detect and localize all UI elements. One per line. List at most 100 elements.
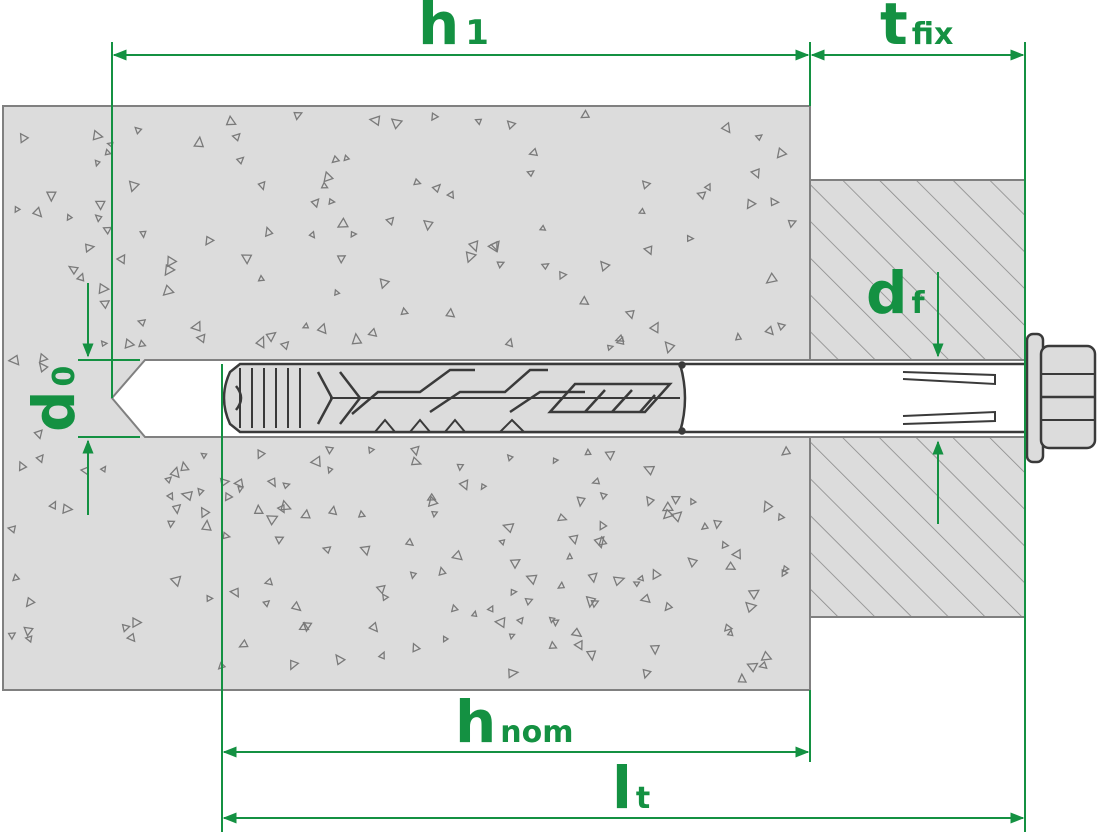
- aggregate-speck: [642, 465, 656, 477]
- aggregate-speck: [410, 456, 423, 466]
- aggregate-speck: [368, 115, 381, 127]
- aggregate-speck: [323, 170, 335, 183]
- aggregate-speck: [431, 183, 442, 194]
- aggregate-speck: [585, 650, 597, 662]
- aggregate-speck: [470, 609, 478, 618]
- aggregate-speck: [390, 118, 404, 130]
- aggregate-speck: [200, 519, 212, 531]
- aggregate-speck: [730, 548, 741, 560]
- aggregate-speck: [128, 180, 141, 193]
- aggregate-speck: [526, 170, 535, 178]
- aggregate-speck: [300, 508, 311, 519]
- aggregate-speck: [576, 496, 586, 508]
- aggregate-speck: [350, 230, 358, 239]
- aggregate-speck: [100, 340, 109, 348]
- aggregate-speck: [225, 114, 237, 126]
- aggregate-speck: [138, 339, 147, 348]
- aggregate-speck: [384, 216, 395, 227]
- df-label-main: d: [866, 259, 908, 327]
- aggregate-speck: [782, 564, 790, 573]
- aggregate-speck: [703, 182, 711, 192]
- aggregate-speck: [84, 243, 96, 254]
- aggregate-speck: [749, 168, 760, 180]
- aggregate-speck: [480, 482, 488, 491]
- aggregate-speck: [787, 219, 798, 229]
- aggregate-speck: [734, 331, 743, 341]
- aggregate-speck: [552, 457, 560, 465]
- aggregate-speck: [400, 306, 410, 316]
- aggregate-speck: [327, 466, 334, 475]
- aggregate-speck: [580, 109, 591, 119]
- fixture-lower: [809, 436, 1026, 618]
- aggregate-speck: [615, 335, 625, 345]
- aggregate-speck: [765, 271, 779, 284]
- aggregate-speck: [232, 478, 244, 489]
- aggregate-speck: [169, 575, 182, 588]
- aggregate-speck: [687, 557, 699, 569]
- aggregate-speck: [404, 537, 415, 547]
- aggregate-speck: [11, 573, 21, 582]
- aggregate-speck: [754, 134, 764, 142]
- aggregate-speck: [367, 327, 378, 337]
- aggregate-speck: [723, 623, 734, 632]
- aggregate-speck: [600, 260, 611, 273]
- aggregate-speck: [458, 479, 469, 491]
- aggregate-speck: [747, 589, 760, 601]
- aggregate-speck: [746, 662, 759, 673]
- aggregate-speck: [254, 335, 265, 349]
- aggregate-speck: [496, 261, 506, 270]
- aggregate-speck: [377, 650, 385, 660]
- aggregate-speck: [324, 446, 335, 456]
- aggregate-speck: [639, 593, 651, 604]
- aggregate-speck: [764, 325, 774, 336]
- aggregate-speck: [664, 601, 674, 612]
- aggregate-speck: [7, 632, 17, 641]
- aggregate-speck: [593, 535, 605, 549]
- aggregate-speck: [75, 272, 85, 282]
- aggregate-speck: [450, 603, 460, 613]
- aggregate-speck: [721, 540, 730, 550]
- aggregate-speck: [670, 511, 683, 523]
- aggregate-speck: [726, 628, 734, 637]
- aggregate-speck: [632, 581, 641, 588]
- aggregate-speck: [266, 477, 276, 488]
- aggregate-speck: [14, 205, 22, 214]
- aggregate-speck: [316, 322, 327, 335]
- concrete-aggregate: [6, 109, 798, 683]
- aggregate-speck: [720, 121, 731, 134]
- aggregate-speck: [205, 235, 216, 246]
- aggregate-speck: [164, 263, 177, 277]
- aggregate-speck: [642, 668, 653, 680]
- aggregate-speck: [7, 354, 20, 366]
- aggregate-speck: [584, 447, 592, 456]
- aggregate-speck: [171, 503, 182, 515]
- aggregate-speck: [568, 534, 579, 546]
- aggregate-speck: [636, 574, 645, 582]
- aggregate-speck: [45, 191, 57, 203]
- aggregate-speck: [320, 181, 329, 189]
- aggregate-speck: [351, 332, 363, 345]
- aggregate-speck: [409, 445, 420, 457]
- aggregate-speck: [274, 536, 285, 545]
- aggregate-speck: [510, 588, 519, 597]
- aggregate-speck: [474, 118, 483, 126]
- aggregate-speck: [624, 309, 635, 320]
- aggregate-speck: [290, 600, 302, 612]
- h1-label-main: h: [418, 0, 459, 58]
- aggregate-speck: [409, 571, 418, 580]
- aggregate-speck: [25, 596, 36, 608]
- aggregate-speck: [48, 500, 57, 511]
- aggregate-speck: [375, 584, 386, 595]
- aggregate-speck: [336, 255, 347, 265]
- aggregate-speck: [66, 213, 74, 222]
- aggregate-speck: [431, 111, 440, 122]
- aggregate-speck: [282, 482, 291, 490]
- aggregate-speck: [758, 660, 768, 670]
- aggregate-speck: [24, 635, 33, 644]
- aggregate-speck: [115, 253, 126, 265]
- aggregate-speck: [556, 580, 566, 589]
- aggregate-speck: [770, 197, 781, 207]
- aggregate-speck: [587, 572, 598, 584]
